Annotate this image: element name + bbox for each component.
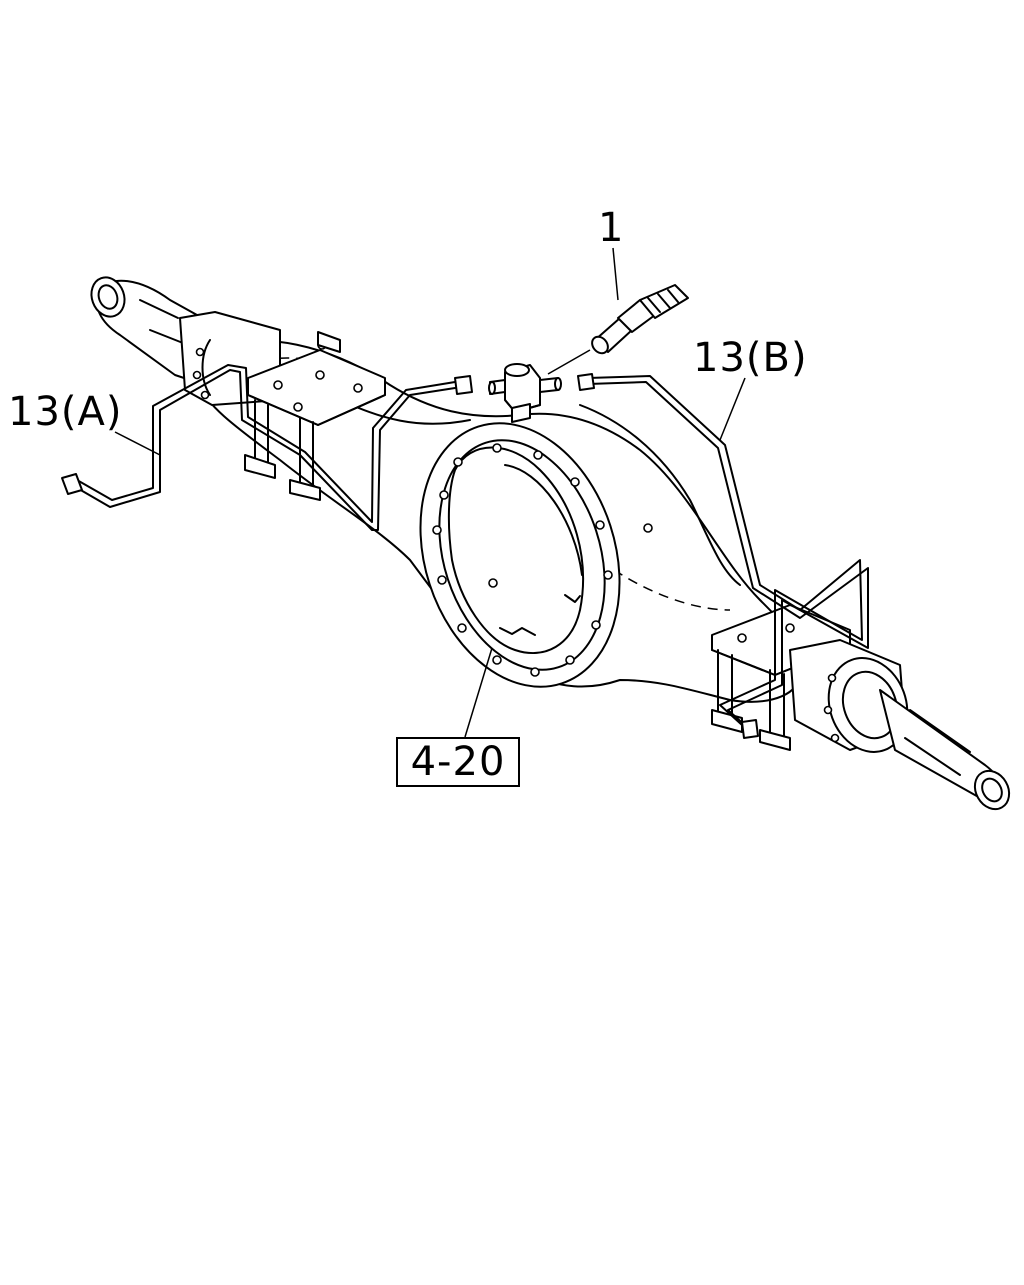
sensor-switch bbox=[547, 284, 689, 375]
leader-lines bbox=[114, 247, 746, 738]
callout-part-13a: 13(A) bbox=[8, 389, 123, 435]
axle-housing bbox=[197, 339, 804, 703]
right-axle-end bbox=[789, 639, 1011, 811]
pipe-13a bbox=[61, 364, 473, 531]
callout-ref-4-20[interactable]: 4-20 bbox=[396, 737, 520, 787]
left-spring-seat bbox=[244, 331, 386, 501]
pipe-13b bbox=[577, 373, 869, 739]
ring-bolt-holes bbox=[432, 443, 653, 677]
callout-part-13b: 13(B) bbox=[693, 335, 808, 381]
callout-part-1: 1 bbox=[598, 205, 625, 251]
t-fitting bbox=[488, 363, 562, 423]
